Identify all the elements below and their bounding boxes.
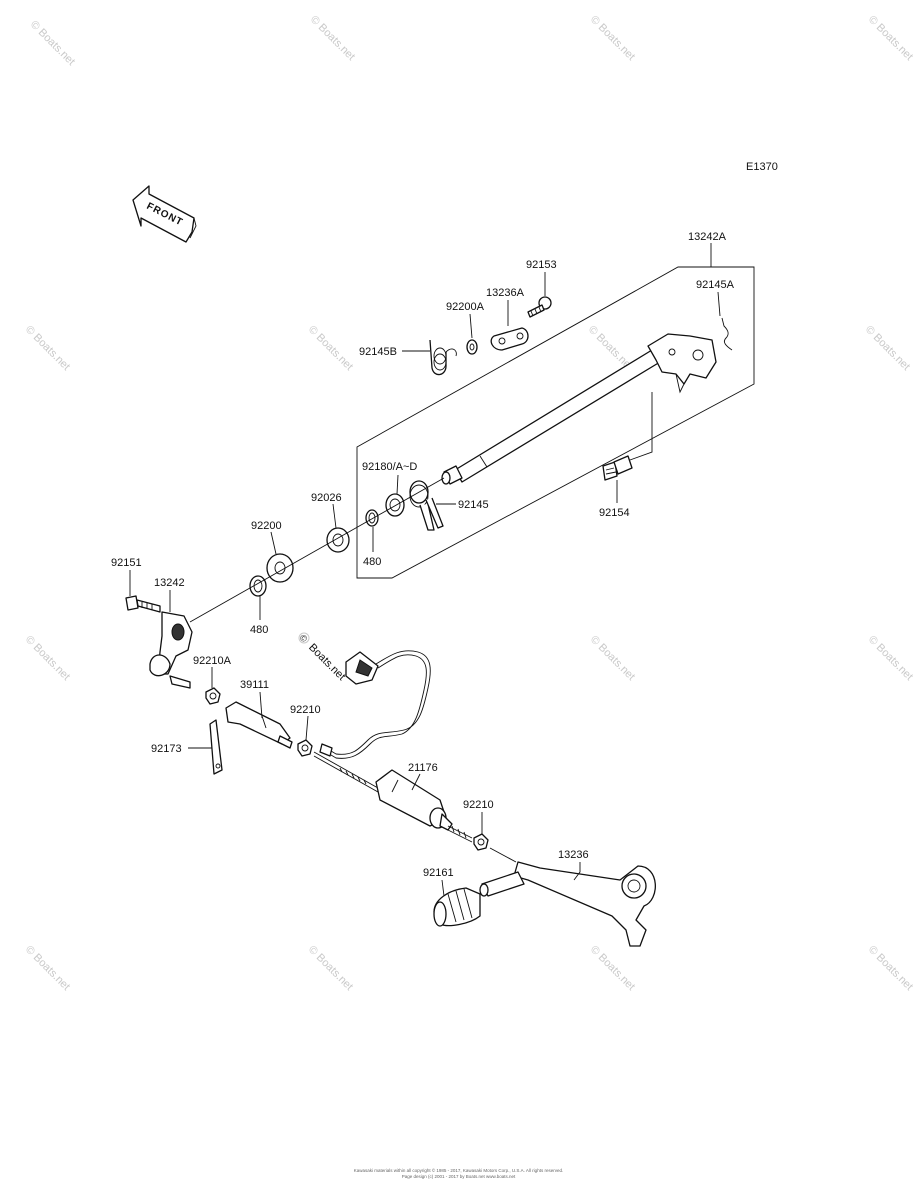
bolt-92151: [125, 595, 161, 613]
label-92173: 92173: [151, 743, 182, 755]
label-92161: 92161: [423, 867, 454, 879]
label-13236a: 13236A: [486, 287, 525, 299]
watermark: © Boats.net: [588, 634, 637, 683]
label-92200: 92200: [251, 520, 282, 532]
label-92210a: 92210A: [193, 655, 232, 667]
footer-page-design: Page design (c) 2001 - 2017 by Boats.net…: [401, 1174, 516, 1179]
washer-92026: [326, 527, 350, 553]
label-92026: 92026: [311, 492, 342, 504]
circlip-480-lower: [249, 575, 267, 597]
label-92153: 92153: [526, 259, 557, 271]
watermark: © Boats.net: [23, 944, 72, 993]
plate-13236a: [490, 327, 529, 351]
svg-text:© Boats.net: © Boats.net: [23, 324, 72, 373]
diagram-code: E1370: [746, 161, 778, 173]
label-92210-upper: 92210: [290, 704, 321, 716]
shift-sensor-21176: [375, 769, 453, 831]
collar-92180: [385, 493, 405, 517]
svg-text:© Boats.net: © Boats.net: [866, 944, 915, 993]
clip-92173: [209, 719, 223, 775]
label-92154: 92154: [599, 507, 630, 519]
shift-lever-13242: [149, 611, 193, 689]
watermark: © Boats.net: [308, 14, 357, 63]
nut-92210a: [205, 687, 221, 705]
nut-92210-upper: [297, 739, 313, 757]
spring-92145b: [429, 339, 457, 376]
label-92210-lower: 92210: [463, 799, 494, 811]
label-13242: 13242: [154, 577, 185, 589]
threaded-rod-lower: [447, 825, 473, 843]
svg-text:© Boats.net: © Boats.net: [306, 324, 355, 373]
watermark: © Boats.net: [588, 14, 637, 63]
label-13242a: 13242A: [688, 231, 727, 243]
svg-text:© Boats.net: © Boats.net: [23, 634, 72, 683]
svg-text:© Boats.net: © Boats.net: [588, 14, 637, 63]
svg-text:© Boats.net: © Boats.net: [306, 944, 355, 993]
label-92200a: 92200A: [446, 301, 485, 313]
svg-text:©: ©: [298, 632, 310, 644]
rod-end-39111: [225, 701, 293, 749]
watermark: © Boats.net: [863, 324, 912, 373]
shift-shaft: [441, 333, 717, 485]
footer-copyright: Kawasaki materials within all copyright …: [353, 1168, 564, 1173]
svg-text:© Boats.net: © Boats.net: [23, 944, 72, 993]
svg-text:© Boats.net: © Boats.net: [866, 634, 915, 683]
spring-92145a: [721, 317, 733, 351]
label-92145a: 92145A: [696, 279, 735, 291]
sensor-wire: [319, 650, 431, 759]
watermark: © Boats.net: [866, 944, 915, 993]
front-arrow-icon: FRONT: [132, 185, 197, 243]
label-13236: 13236: [558, 849, 589, 861]
label-480-upper: 480: [363, 556, 381, 568]
label-92145b: 92145B: [359, 346, 397, 358]
watermark: © Boats.net: [28, 19, 77, 68]
svg-text:© Boats.net: © Boats.net: [866, 14, 915, 63]
watermark: © Boats.net: [23, 324, 72, 373]
center-watermark: © Boats.net: [298, 632, 348, 683]
label-92151: 92151: [111, 557, 142, 569]
svg-text:© Boats.net: © Boats.net: [588, 634, 637, 683]
shaft-centerline: [189, 477, 445, 623]
watermark: © Boats.net: [866, 14, 915, 63]
label-21176: 21176: [408, 762, 438, 774]
circlip-480-upper: [365, 509, 379, 527]
watermark: © Boats.net: [306, 944, 355, 993]
svg-text:© Boats.net: © Boats.net: [28, 19, 77, 68]
washer-92200: [266, 553, 294, 583]
shift-shaft-assembly-outline: [356, 266, 755, 579]
label-480-lower: 480: [250, 624, 268, 636]
threaded-rod: [313, 751, 379, 793]
watermark: © Boats.net: [23, 634, 72, 683]
pin-92154: [602, 455, 633, 481]
part-labels: 13242A 92153 92145A 13236A 92200A 92145B…: [111, 231, 735, 879]
watermark: © Boats.net: [306, 324, 355, 373]
svg-text:© Boats.net: © Boats.net: [308, 14, 357, 63]
washer-92200a: [466, 339, 478, 355]
label-92145: 92145: [458, 499, 489, 511]
svg-text:© Boats.net: © Boats.net: [863, 324, 912, 373]
pedal-rubber-92161: [433, 887, 481, 927]
nut-92210-lower: [473, 833, 489, 851]
label-92180: 92180/A~D: [362, 461, 417, 473]
watermark: © Boats.net: [588, 944, 637, 993]
svg-text:Boats.net: Boats.net: [306, 642, 347, 683]
svg-text:© Boats.net: © Boats.net: [588, 944, 637, 993]
bolt-92153: [527, 296, 552, 318]
label-39111: 39111: [240, 679, 269, 691]
watermark: © Boats.net: [866, 634, 915, 683]
shift-pedal-13236: [479, 861, 656, 947]
